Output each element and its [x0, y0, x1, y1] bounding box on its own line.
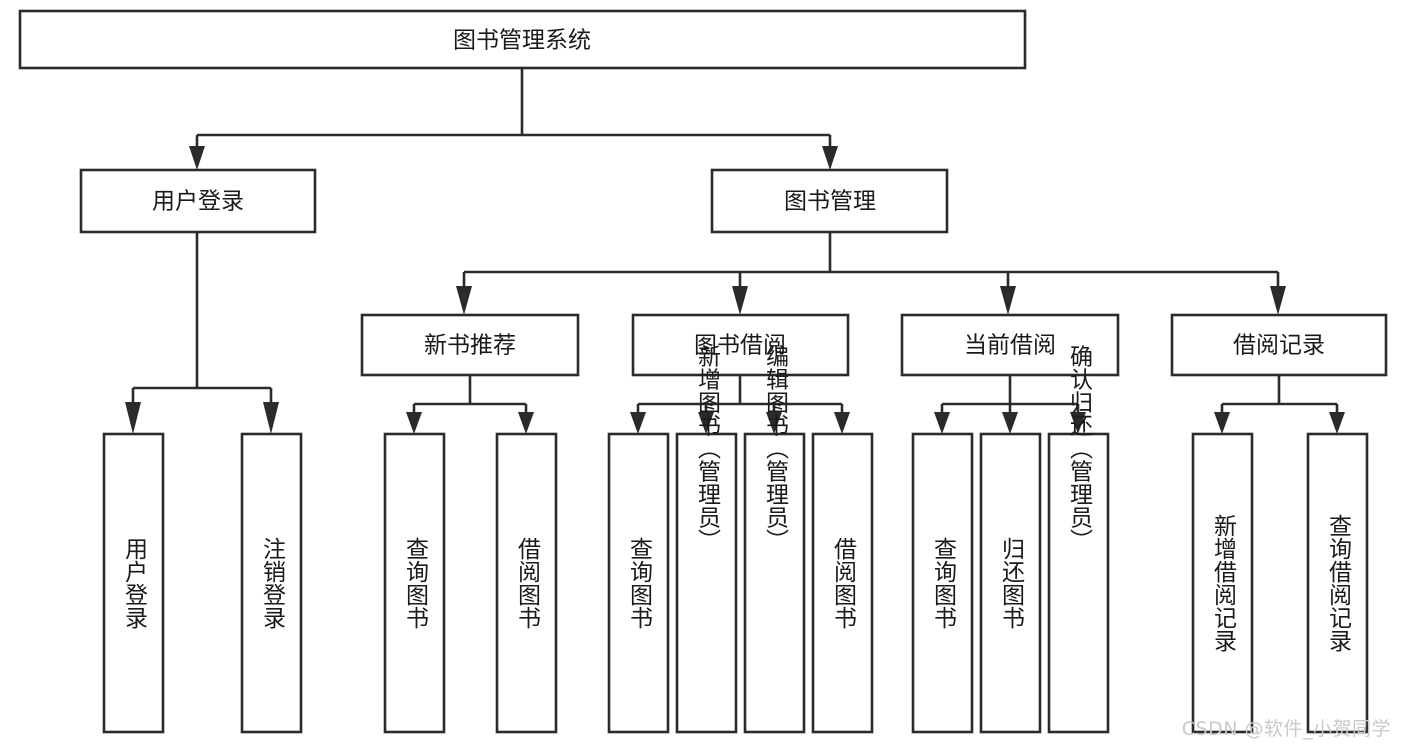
node-leaf-user-logout[interactable]: 注销登录	[240, 432, 303, 734]
node-leaf-borrow-book-2-box[interactable]	[811, 432, 874, 734]
arrowhead-current-borrow	[1000, 286, 1016, 315]
node-book-manage-box[interactable]	[710, 168, 949, 234]
node-leaf-query-book-1-box[interactable]	[383, 432, 446, 734]
connector-group-current-borrow	[934, 375, 1086, 434]
node-leaf-query-book-2-box[interactable]	[607, 432, 670, 734]
connector-group-borrow-record	[1214, 375, 1345, 434]
node-leaf-borrow-book-2-label: 借阅图书	[830, 537, 858, 629]
arrowhead-borrow-record	[1270, 286, 1286, 315]
node-leaf-user-login-box[interactable]	[102, 432, 165, 734]
node-leaf-query-book-3-box[interactable]	[911, 432, 974, 734]
node-leaf-borrow-book-1[interactable]: 借阅图书	[495, 432, 558, 734]
node-leaf-add-record-box[interactable]	[1191, 432, 1254, 734]
node-new-book-recommend-label: 新书推荐	[424, 333, 516, 359]
arrowhead-leaf-query-book-1	[406, 412, 422, 434]
arrowhead-leaf-confirm-return	[1070, 412, 1086, 434]
node-book-borrow-label: 图书借阅	[694, 333, 786, 359]
arrowhead-leaf-add-book	[698, 412, 714, 434]
node-leaf-query-book-2[interactable]: 查询图书	[607, 432, 670, 734]
arrowhead-leaf-query-book-3	[934, 412, 950, 434]
connector-group-book-borrow	[630, 375, 850, 434]
node-leaf-query-record-label: 查询借阅记录	[1325, 514, 1353, 652]
node-leaf-edit-book[interactable]: 编辑图书（管理员）	[743, 345, 806, 734]
arrowhead-book-manage	[822, 146, 838, 170]
arrowhead-leaf-user-login	[125, 402, 141, 434]
arrowhead-book-borrow	[732, 286, 748, 315]
connector-group-user-login	[125, 232, 279, 434]
connector-group-root	[189, 68, 838, 170]
node-current-borrow-label: 当前借阅	[964, 333, 1056, 359]
node-current-borrow[interactable]: 当前借阅	[900, 313, 1120, 377]
node-leaf-borrow-book-1-label: 借阅图书	[514, 537, 542, 629]
node-book-manage-label: 图书管理	[784, 189, 876, 215]
node-leaf-query-record-box[interactable]	[1306, 432, 1369, 734]
node-root[interactable]: 图书管理系统	[18, 9, 1027, 70]
node-leaf-user-login-label: 用户登录	[121, 537, 149, 629]
node-leaf-add-book-box[interactable]	[675, 432, 738, 734]
node-leaf-edit-book-box[interactable]	[743, 432, 806, 734]
node-leaf-user-logout-box[interactable]	[240, 432, 303, 734]
node-leaf-confirm-return-box[interactable]	[1047, 432, 1110, 734]
node-leaf-borrow-book-1-box[interactable]	[495, 432, 558, 734]
node-book-borrow-box[interactable]	[631, 313, 850, 377]
node-borrow-record-box[interactable]	[1170, 313, 1388, 377]
node-leaf-confirm-return[interactable]: 确认归还（管理员）	[1047, 345, 1110, 734]
node-leaf-query-record[interactable]: 查询借阅记录	[1306, 432, 1369, 734]
connector-group-new-book-recommend	[406, 375, 534, 434]
node-book-borrow[interactable]: 图书借阅	[631, 313, 850, 377]
node-root-label: 图书管理系统	[453, 28, 591, 54]
node-borrow-record[interactable]: 借阅记录	[1170, 313, 1388, 377]
node-leaf-query-book-3-label: 查询图书	[930, 537, 958, 629]
node-leaf-borrow-book-2[interactable]: 借阅图书	[811, 432, 874, 734]
node-user-login-box[interactable]	[79, 168, 317, 234]
node-leaf-add-record-label: 新增借阅记录	[1210, 514, 1238, 652]
node-borrow-record-label: 借阅记录	[1233, 333, 1325, 359]
connector-group-book-manage	[456, 232, 1286, 315]
node-leaf-query-book-1-label: 查询图书	[402, 537, 430, 629]
node-leaf-return-book-box[interactable]	[979, 432, 1042, 734]
node-leaf-query-book-3[interactable]: 查询图书	[911, 432, 974, 734]
node-leaf-return-book-label: 归还图书	[998, 537, 1026, 629]
arrowhead-leaf-borrow-book-2	[834, 412, 850, 434]
arrowhead-leaf-borrow-book-1	[518, 412, 534, 434]
node-leaf-user-logout-label: 注销登录	[259, 537, 287, 629]
arrowhead-leaf-query-record	[1329, 412, 1345, 434]
node-leaf-user-login[interactable]: 用户登录	[102, 432, 165, 734]
node-book-manage[interactable]: 图书管理	[710, 168, 949, 234]
node-leaf-query-book-2-label: 查询图书	[626, 537, 654, 629]
node-leaf-return-book[interactable]: 归还图书	[979, 432, 1042, 734]
arrowhead-leaf-add-record	[1214, 412, 1230, 434]
node-user-login-label: 用户登录	[152, 189, 244, 215]
node-leaf-add-book-label: 新增图书（管理员）	[694, 345, 722, 552]
node-leaf-add-record[interactable]: 新增借阅记录	[1191, 432, 1254, 734]
arrowhead-leaf-return-book	[1002, 412, 1018, 434]
node-new-book-recommend[interactable]: 新书推荐	[360, 313, 580, 377]
node-leaf-confirm-return-label: 确认归还（管理员）	[1066, 345, 1094, 552]
node-user-login[interactable]: 用户登录	[79, 168, 317, 234]
node-root-box[interactable]	[18, 9, 1027, 70]
node-new-book-recommend-box[interactable]	[360, 313, 580, 377]
node-current-borrow-box[interactable]	[900, 313, 1120, 377]
node-leaf-edit-book-label: 编辑图书（管理员）	[762, 345, 790, 552]
csdn-watermark: CSDN @软件_小贺同学	[1181, 718, 1391, 740]
arrowhead-user-login	[189, 146, 205, 170]
arrowhead-leaf-user-logout	[263, 402, 279, 434]
arrowhead-leaf-query-book-2	[630, 412, 646, 434]
node-leaf-add-book[interactable]: 新增图书（管理员）	[675, 345, 738, 734]
node-leaf-query-book-1[interactable]: 查询图书	[383, 432, 446, 734]
arrowhead-leaf-edit-book	[766, 412, 782, 434]
arrowhead-new-book-recommend	[456, 286, 472, 315]
